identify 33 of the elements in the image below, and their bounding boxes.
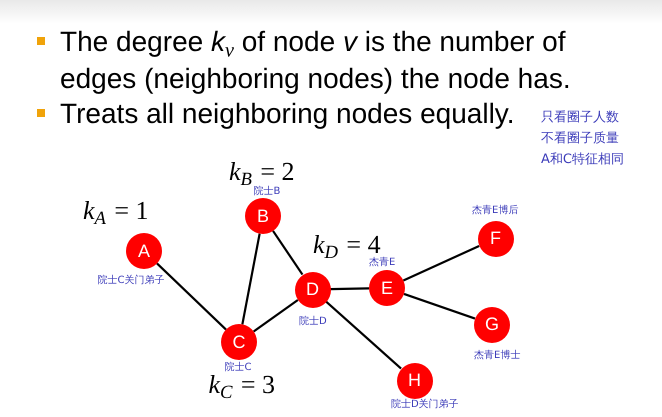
node-circle: A [126,233,162,269]
node-circle: F [478,220,514,256]
handwritten-note: 院士D关门弟子 [391,398,459,410]
degree-label: k$_{C}$ = 3 [208,373,276,397]
handwritten-note: 院士B [254,186,280,196]
node-circle: G [474,306,510,342]
edge-line [156,262,227,330]
edge-line [402,244,480,282]
handwritten-note: 杰青E博后 [472,204,518,216]
degree-label: k$_{D}$ = 4 [313,233,381,257]
bullet-text: Treats all neighboring nodes equally. [60,97,515,131]
degree-label: k$_{A}$ = 1 [83,199,149,223]
handwritten-note: 院士D [299,316,327,326]
node-circle: H [396,362,432,398]
edge-line [330,287,370,290]
handwritten-note: 杰青E博士 [474,350,520,360]
node-circle: D [294,272,330,308]
handwritten-note: A和C特征相同 [541,152,624,166]
degree-label: k$_{B}$ = 2 [229,160,295,184]
node-circle: E [369,270,405,306]
handwritten-note: 院士C关门弟子 [98,274,164,286]
edge-line [272,230,304,276]
edge-line [404,292,476,320]
edge-line [241,233,261,325]
node-circle: C [221,324,257,360]
handwritten-note: 不看圈子质量 [541,130,619,146]
bullet-text: The degree k$_{v}$ of node v is the number of edges (neighboring nodes) the node has. [60,24,572,96]
handwritten-note: 杰青E [369,256,396,268]
node-circle: B [245,198,281,234]
handwritten-note: 院士C [224,362,252,372]
edge-line [325,300,402,370]
edge-line [253,299,298,332]
handwritten-note: 只看圈子人数 [541,110,619,125]
